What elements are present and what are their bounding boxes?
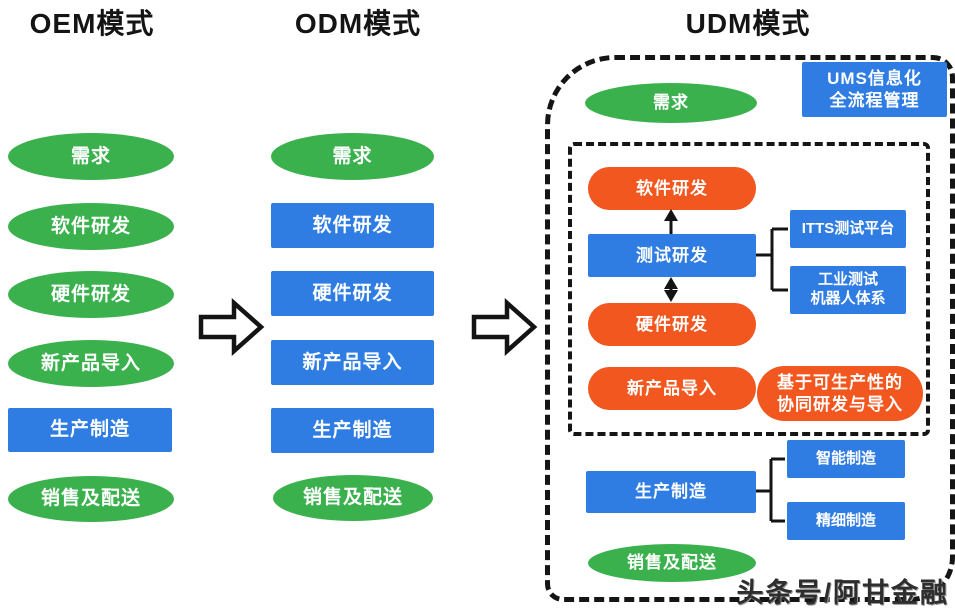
odm-step-sales: 销售及配送 [273,475,433,521]
udm-industrial-line2: 机器人体系 [810,290,886,307]
udm-outer-boundary [545,55,955,602]
udm-itts-platform-box: ITTS测试平台 [790,210,906,248]
udm-collab-line1: 基于可生产性的 [777,373,903,393]
udm-step-production: 生产制造 [586,471,756,513]
udm-step-hardware: 硬件研发 [588,303,756,346]
column-title-oem: OEM模式 [29,8,155,39]
udm-ums-line1: UMS信息化 [827,69,922,89]
udm-collab-line2: 协同研发与导入 [777,394,903,414]
oem-step-demand: 需求 [8,133,174,180]
oem-step-software: 软件研发 [8,203,174,250]
oem-step-production: 生产制造 [8,408,172,452]
odm-step-hardware: 硬件研发 [271,271,434,316]
udm-rd-boundary [568,142,930,436]
udm-ums-line2: 全流程管理 [829,90,920,110]
right-block-arrow-icon [471,297,538,357]
udm-smart-manufacturing-box: 智能制造 [787,440,905,478]
udm-step-software: 软件研发 [588,167,756,210]
odm-step-production: 生产制造 [271,408,434,453]
right-block-arrow-icon [198,297,265,357]
udm-industrial-line1: 工业测试 [817,271,878,289]
odm-step-software: 软件研发 [271,203,434,248]
udm-step-demand: 需求 [585,83,757,123]
udm-ums-management-box: UMS信息化 全流程管理 [802,62,947,117]
udm-step-sales: 销售及配送 [588,544,756,582]
udm-collaborative-rd-box: 基于可生产性的 协同研发与导入 [757,366,923,421]
column-title-udm: UDM模式 [685,8,811,39]
oem-step-sales: 销售及配送 [8,476,174,522]
udm-step-npi: 新产品导入 [588,367,756,410]
odm-step-npi: 新产品导入 [271,340,434,385]
udm-step-testing: 测试研发 [588,234,756,277]
odm-step-demand: 需求 [271,133,434,180]
udm-fine-manufacturing-box: 精细制造 [787,502,905,540]
oem-step-npi: 新产品导入 [8,340,174,387]
column-title-odm: ODM模式 [294,8,422,39]
udm-industrial-test-box: 工业测试 机器人体系 [790,266,906,314]
watermark-text: 头条号/阿甘金融 [736,578,949,608]
oem-step-hardware: 硬件研发 [8,271,174,318]
